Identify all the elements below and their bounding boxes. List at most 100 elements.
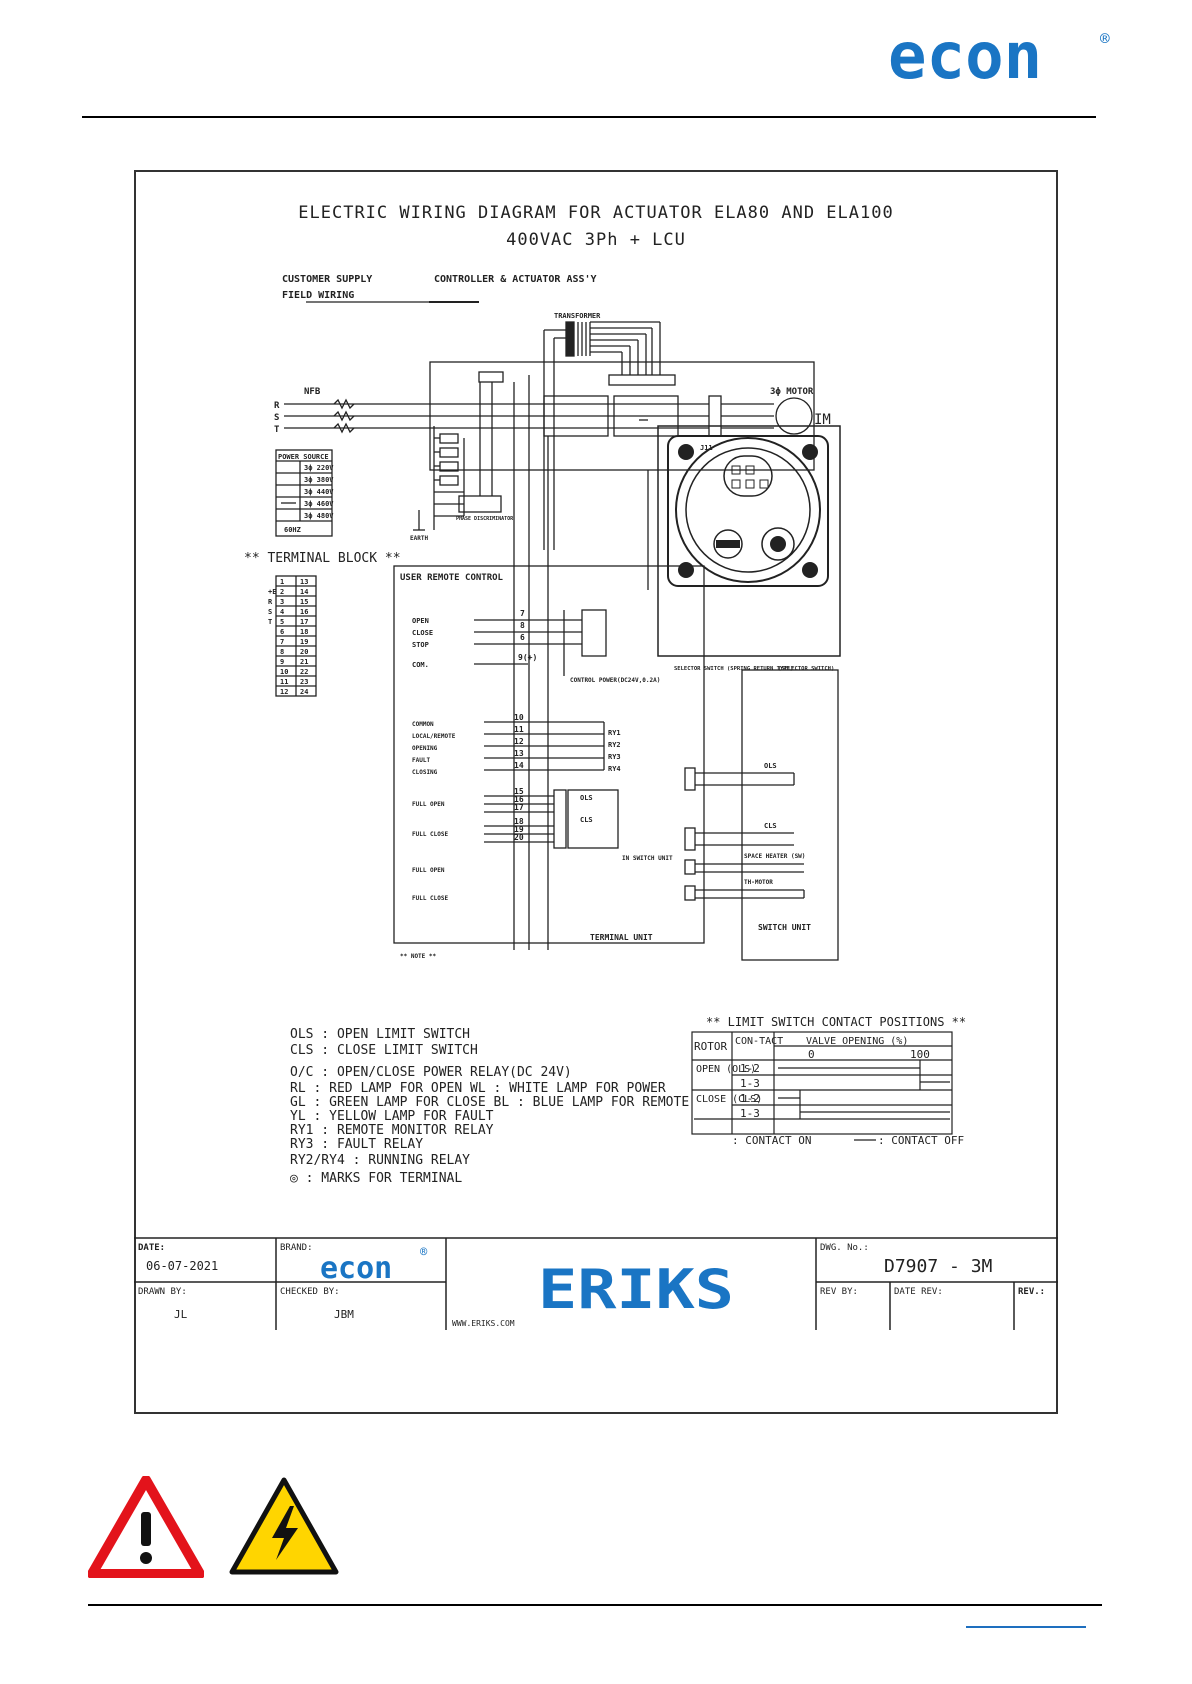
terminal-number: 16	[300, 608, 308, 616]
full-close-label-1: FULL CLOSE	[412, 831, 449, 838]
selector-switch-label-1: SELECTOR SWITCH (SPRING RETURN TYPE)	[674, 666, 793, 672]
brand-reg: ®	[420, 1245, 428, 1259]
controller-assy-label: CONTROLLER & ACTUATOR ASS'Y	[434, 274, 597, 285]
terminal-number: 23	[300, 678, 308, 686]
terminal-number: 20	[300, 648, 308, 656]
dwg-number: D7907 - 3M	[884, 1256, 993, 1277]
full-term-17: 17	[514, 803, 524, 812]
legend-line-9: RY2/RY4 : RUNNING RELAY	[290, 1153, 470, 1168]
switch-unit-label: SWITCH UNIT	[758, 923, 811, 932]
monitor-closing: CLOSING	[412, 769, 438, 776]
selector-switch-label-2: (SELECTOR SWITCH)	[778, 666, 834, 672]
terminal-number: 12	[280, 688, 288, 696]
terminal-number: 2	[280, 588, 284, 596]
checked-value: JBM	[334, 1308, 354, 1321]
control-power-label: CONTROL POWER(DC24V,0.2A)	[570, 677, 660, 684]
legend-line-8: RY3 : FAULT RELAY	[290, 1137, 423, 1152]
ols-inner-label: OLS	[580, 794, 593, 802]
terminal-number: 24	[300, 688, 308, 696]
drawing-subtitle: 400VAC 3Ph + LCU	[506, 230, 686, 250]
legend-line-3: O/C : OPEN/CLOSE POWER RELAY(DC 24V)	[290, 1065, 572, 1080]
user-remote-label: USER REMOTE CONTROL	[400, 573, 504, 583]
terminal-number: 6	[280, 628, 284, 636]
legend-line-1: OLS : OPEN LIMIT SWITCH	[290, 1027, 470, 1042]
legend-line-5: GL : GREEN LAMP FOR CLOSE BL : BLUE LAMP…	[290, 1095, 689, 1110]
full-term-18: 18	[514, 817, 524, 826]
motor-label: 3ϕ MOTOR	[770, 387, 814, 397]
terminal-number: 7	[280, 638, 284, 646]
limit-switch-table: ** LIMIT SWITCH CONTACT POSITIONS ** ROT…	[691, 1015, 966, 1147]
remote-term-8: 8	[520, 621, 525, 630]
terminal-number: 3	[280, 598, 284, 606]
relay-ry3: RY3	[608, 753, 621, 761]
j11-label: J11	[700, 444, 713, 452]
power-source-row-4: 3ϕ 460V	[304, 500, 334, 508]
terminal-number: 11	[280, 678, 288, 686]
econ-logo: econ ®	[888, 20, 1118, 94]
terminal-number: 19	[300, 638, 308, 646]
power-source-hz: 60HZ	[284, 526, 301, 534]
terminal-block-title: ** TERMINAL BLOCK **	[244, 551, 401, 566]
date-label: DATE:	[138, 1243, 165, 1253]
registered-mark: ®	[1100, 29, 1110, 48]
remote-stop-label: STOP	[412, 641, 429, 649]
limit-open: OPEN (OLS)	[696, 1064, 756, 1075]
terminal-number: 8	[280, 648, 284, 656]
terminal-number: 13	[300, 578, 308, 586]
legend-line-6: YL : YELLOW LAMP FOR FAULT	[290, 1109, 494, 1124]
limit-close: CLOSE (CLS)	[696, 1094, 762, 1105]
cls-label: CLS	[764, 822, 777, 830]
power-source-title: POWER SOURCE	[278, 453, 329, 461]
field-wiring-label: FIELD WIRING	[282, 290, 354, 301]
limit-contact-4: 1-3	[740, 1107, 760, 1120]
limit-title: ** LIMIT SWITCH CONTACT POSITIONS **	[706, 1015, 966, 1029]
full-open-label-1: FULL OPEN	[412, 801, 445, 808]
terminal-unit-label: TERMINAL UNIT	[590, 933, 653, 942]
monitor-fault: FAULT	[412, 757, 430, 764]
limit-hundred: 100	[910, 1048, 930, 1061]
eriks-url: WWW.ERIKS.COM	[452, 1319, 515, 1328]
remote-com-label: COM.	[412, 661, 429, 669]
dwg-label: DWG. No.:	[820, 1243, 869, 1253]
monitor-term-11: 11	[514, 725, 524, 734]
remote-term-7: 7	[520, 609, 525, 618]
limit-rotor: ROTOR	[694, 1040, 727, 1053]
nfb-label: NFB	[304, 387, 321, 397]
terminal-number: 5	[280, 618, 284, 626]
date-value: 06-07-2021	[146, 1259, 218, 1273]
limit-contact-2: 1-3	[740, 1077, 760, 1090]
phase-t: T	[274, 425, 280, 435]
rev-by-label: REV BY:	[820, 1287, 858, 1297]
general-warning-icon	[87, 1475, 205, 1582]
terminal-side-r: R	[268, 598, 273, 606]
remote-term-9: 9(+)	[518, 653, 537, 662]
limit-zero: 0	[808, 1048, 815, 1061]
limit-contact-on: : CONTACT ON	[732, 1134, 811, 1147]
th-motor-label: TH-MOTOR	[744, 879, 773, 886]
limit-contact-1: 1-2	[740, 1062, 760, 1075]
full-term-19: 19	[514, 825, 524, 834]
cls-inner-label: CLS	[580, 816, 593, 824]
drawn-value: JL	[174, 1308, 188, 1321]
customer-supply-label: CUSTOMER SUPPLY	[282, 274, 372, 285]
space-heater-label: SPACE HEATER (SW)	[744, 853, 805, 860]
legend-line-4: RL : RED LAMP FOR OPEN WL : WHITE LAMP F…	[290, 1081, 666, 1096]
remote-term-6: 6	[520, 633, 525, 642]
full-open-label-2: FULL OPEN	[412, 867, 445, 874]
power-source-row-3: 3ϕ 440V	[304, 488, 334, 496]
power-source-row-1: 3ϕ 220V	[304, 464, 334, 472]
eriks-logo: ERIKS	[538, 1258, 734, 1321]
limit-valve: VALVE OPENING (%)	[806, 1036, 908, 1047]
econ-logo-text: econ	[888, 22, 1042, 88]
monitor-term-13: 13	[514, 749, 524, 758]
monitor-term-12: 12	[514, 737, 524, 746]
full-close-label-2: FULL CLOSE	[412, 895, 449, 902]
legend-line-10: ◎ : MARKS FOR TERMINAL	[290, 1171, 462, 1186]
limit-contact: CON-TACT	[735, 1036, 783, 1047]
monitor-local-remote: LOCAL/REMOTE	[412, 733, 456, 740]
ols-label: OLS	[764, 762, 777, 770]
terminal-number: 4	[280, 608, 284, 616]
note-label: ** NOTE **	[400, 953, 437, 960]
terminal-number: 22	[300, 668, 308, 676]
phase-discriminator-label: PHASE DISCRIMINATOR	[456, 516, 514, 522]
